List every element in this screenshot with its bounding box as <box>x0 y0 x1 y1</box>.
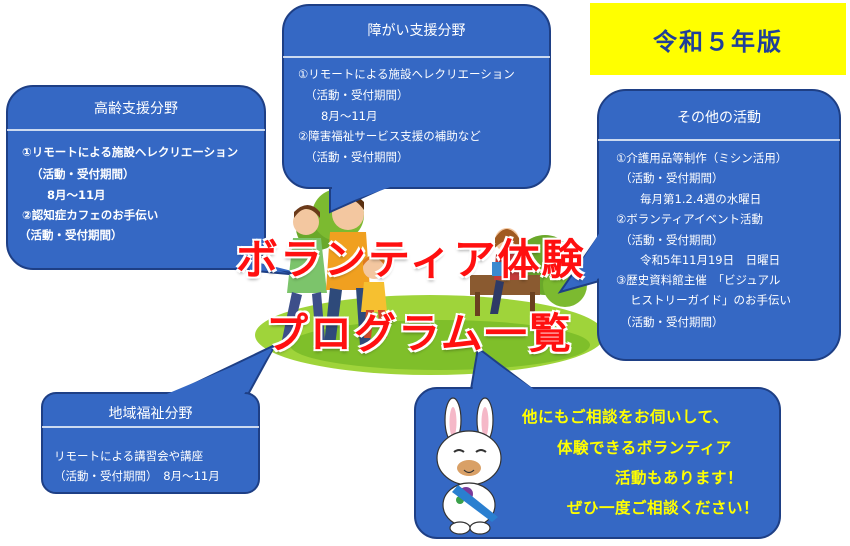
elderly-item-1-period: 8月～11月 <box>47 188 106 202</box>
elderly-item-1-period-label: （活動・受付期間） <box>31 167 135 181</box>
main-title-line-2: プログラム一覧 <box>266 309 573 358</box>
disability-item-1-period-label: （活動・受付期間） <box>305 88 409 102</box>
other-item-2-period: 令和5年11月19日 日曜日 <box>640 253 781 267</box>
elderly-item-2: ②認知症カフェのお手伝い <box>22 208 159 222</box>
edition-badge: 令和５年版 <box>590 3 846 75</box>
disability-item-1-period: 8月～11月 <box>321 109 378 123</box>
other-item-2-period-label: （活動・受付期間） <box>620 233 724 247</box>
bubble-disability <box>282 4 551 214</box>
other-item-1-period-label: （活動・受付期間） <box>620 171 724 185</box>
other-activities-box: その他の活動 ①介護用品等制作（ミシン活用） （活動・受付期間） 毎月第1.2.… <box>598 90 840 360</box>
community-welfare-box: 地域福祉分野 リモートによる講習会や講座 （活動・受付期間） 8月～11月 <box>42 393 259 493</box>
other-item-3: ③歴史資料館主催 「ビジュアル <box>616 273 781 287</box>
other-item-1: ①介護用品等制作（ミシン活用） <box>616 151 788 165</box>
bubble-elderly <box>6 85 301 276</box>
elderly-item-2-period-label: （活動・受付期間） <box>19 228 123 242</box>
bubble-other <box>557 89 841 361</box>
message-line-2: 体験できるボランティア <box>557 439 732 457</box>
elderly-item-1: ①リモートによる施設ヘレクリエーション <box>22 145 239 159</box>
other-item-3-period-label: （活動・受付期間） <box>620 315 724 329</box>
other-item-3-cont: ヒストリーガイド」のお手伝い <box>630 293 791 307</box>
community-item-1: リモートによる講習会や講座 <box>54 449 204 463</box>
main-title-line-1: ボランティア体験 <box>236 235 586 284</box>
message-line-4: ぜひ一度ご相談ください！ <box>567 499 760 517</box>
rabbit-mascot-illustration <box>436 397 502 535</box>
bubble-message <box>414 346 781 539</box>
bubble-community <box>41 342 278 494</box>
other-item-1-period: 毎月第1.2.4週の水曜日 <box>640 192 762 206</box>
disability-support-title: 障がい支援分野 <box>367 23 466 39</box>
elderly-support-title: 高齢支援分野 <box>94 101 178 117</box>
disability-item-1: ①リモートによる施設ヘレクリエーション <box>298 67 515 81</box>
family-in-park-illustration <box>282 194 524 346</box>
disability-item-2: ②障害福祉サービス支援の補助など <box>298 129 481 143</box>
message-line-3: 活動もあります！ <box>615 469 744 487</box>
elderly-support-box: 高齢支援分野 ①リモートによる施設ヘレクリエーション （活動・受付期間） 8月～… <box>7 86 265 269</box>
message-line-1: 他にもご相談をお伺いして、 <box>522 408 729 426</box>
community-welfare-title: 地域福祉分野 <box>108 406 193 422</box>
other-item-2: ②ボランティアイベント活動 <box>616 212 764 226</box>
other-activities-title: その他の活動 <box>677 110 761 126</box>
disability-item-2-period-label: （活動・受付期間） <box>305 150 409 164</box>
community-item-1-period: （活動・受付期間） 8月～11月 <box>54 469 220 483</box>
disability-support-box: 障がい支援分野 ①リモートによる施設ヘレクリエーション （活動・受付期間） 8月… <box>283 5 550 188</box>
